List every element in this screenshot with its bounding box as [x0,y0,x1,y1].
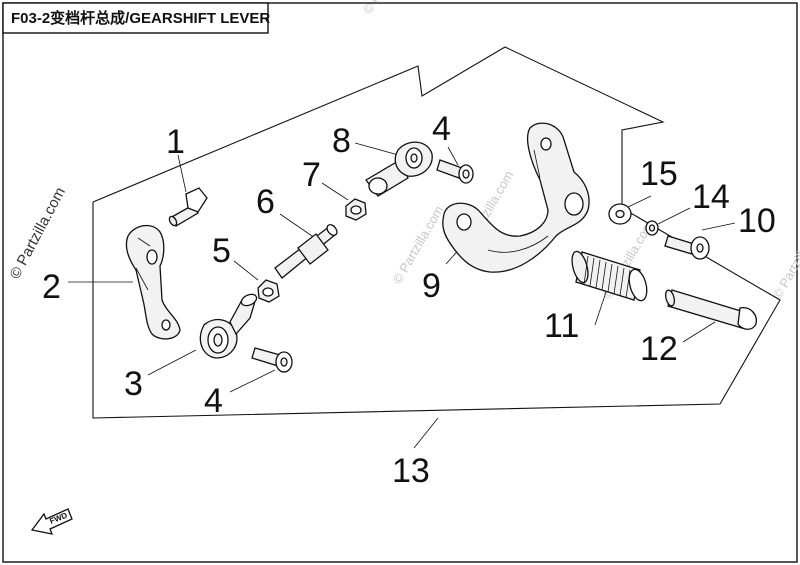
bolt-part-1 [168,187,208,227]
callout-9: 9 [422,267,441,305]
callout-12: 12 [640,330,678,368]
leader-lines [68,142,736,449]
callout-6: 6 [256,183,275,221]
callout-3: 3 [124,365,143,403]
callout-5: 5 [212,232,231,270]
fwd-arrow: FWD [30,508,73,535]
bolt-part-12 [664,289,757,330]
bolt-part-4-lower [251,347,293,373]
callout-7: 7 [302,156,321,194]
callout-11: 11 [544,307,579,345]
bolt-part-4-upper [436,159,474,184]
bolt-part-10 [664,235,710,260]
assembly-boundary [92,46,781,419]
spring-part-11 [571,250,648,302]
title-box: F03-2变档杆总成/GEARSHIFT LEVER [2,2,270,34]
nut-part-7 [345,198,367,221]
threaded-rod-part-6 [274,224,338,279]
nut-part-5 [257,279,280,303]
callout-8: 8 [332,122,351,160]
shift-lever-part-9 [442,122,590,273]
page-title: F03-2变档杆总成/GEARSHIFT LEVER [11,9,270,27]
washer-part-15 [608,203,632,225]
callout-15: 15 [640,155,678,193]
callout-2: 2 [42,268,61,306]
callout-4-upper: 4 [432,110,451,148]
gearshift-arm-part-2 [125,224,181,340]
washer-part-14 [645,220,659,236]
rod-end-part-3 [199,293,258,359]
callout-14: 14 [692,178,730,216]
callout-1: 1 [166,123,185,161]
callout-4-lower: 4 [204,382,223,420]
callout-10: 10 [738,202,776,240]
rod-end-part-8 [365,141,433,197]
callout-13: 13 [392,452,430,490]
